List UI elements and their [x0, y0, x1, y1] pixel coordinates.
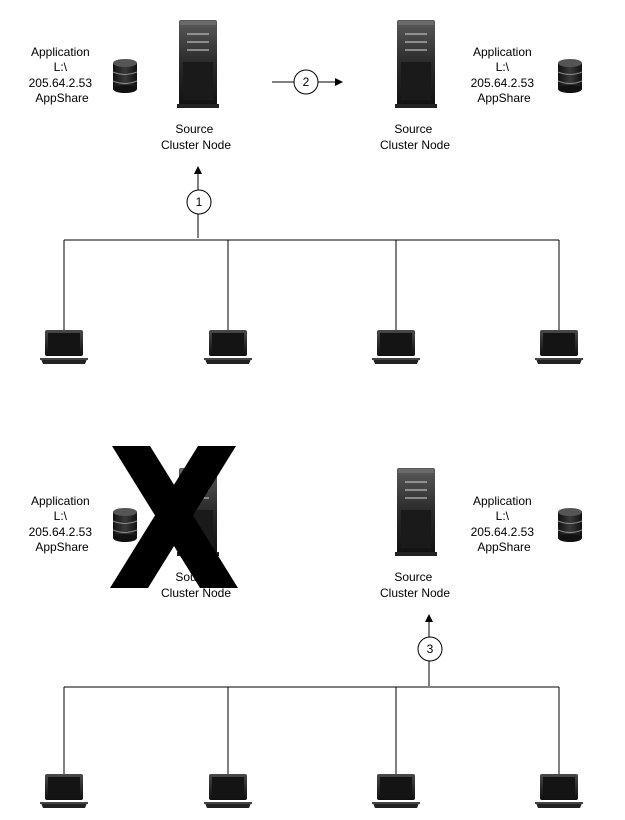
- server-icon: [394, 19, 438, 109]
- step-badge-1: [186, 189, 212, 215]
- database-icon: [112, 507, 138, 543]
- failure-x-icon: [110, 446, 238, 588]
- laptop-icon: [204, 330, 252, 364]
- right-app-label: Application L:\ 205.64.2.53 AppShare: [471, 45, 538, 105]
- top-scenario: Application L:\ 205.64.2.53 AppShare Sou…: [29, 19, 583, 364]
- database-icon: [557, 507, 583, 543]
- database-icon: [557, 58, 583, 94]
- laptop-icon: [372, 330, 420, 364]
- server-icon: [176, 19, 220, 109]
- left-node-label: Source Cluster Node: [161, 122, 231, 152]
- right-app-label: Application L:\ 205.64.2.53 AppShare: [471, 494, 538, 554]
- client-bus: [63, 239, 560, 330]
- left-app-label: Application L:\ 205.64.2.53 AppShare: [29, 45, 96, 105]
- step-badge-2: [293, 69, 319, 95]
- step-number: 2: [303, 75, 310, 89]
- client-bus: [63, 686, 560, 774]
- database-icon: [112, 58, 138, 94]
- step-badge-3: [417, 636, 443, 662]
- step-number: 1: [196, 195, 203, 209]
- server-icon: [394, 467, 438, 557]
- laptop-icon: [372, 774, 420, 808]
- laptop-icon: [40, 774, 88, 808]
- laptop-icon: [204, 774, 252, 808]
- right-node-label: Source Cluster Node: [380, 122, 450, 152]
- left-app-label: Application L:\ 205.64.2.53 AppShare: [29, 494, 96, 554]
- laptop-icon: [535, 330, 583, 364]
- bottom-scenario: Application L:\ 205.64.2.53 AppShare Sou…: [29, 446, 583, 808]
- step-number: 3: [427, 642, 434, 656]
- laptop-icon: [40, 330, 88, 364]
- right-node-label: Source Cluster Node: [380, 570, 450, 600]
- laptop-icon: [535, 774, 583, 808]
